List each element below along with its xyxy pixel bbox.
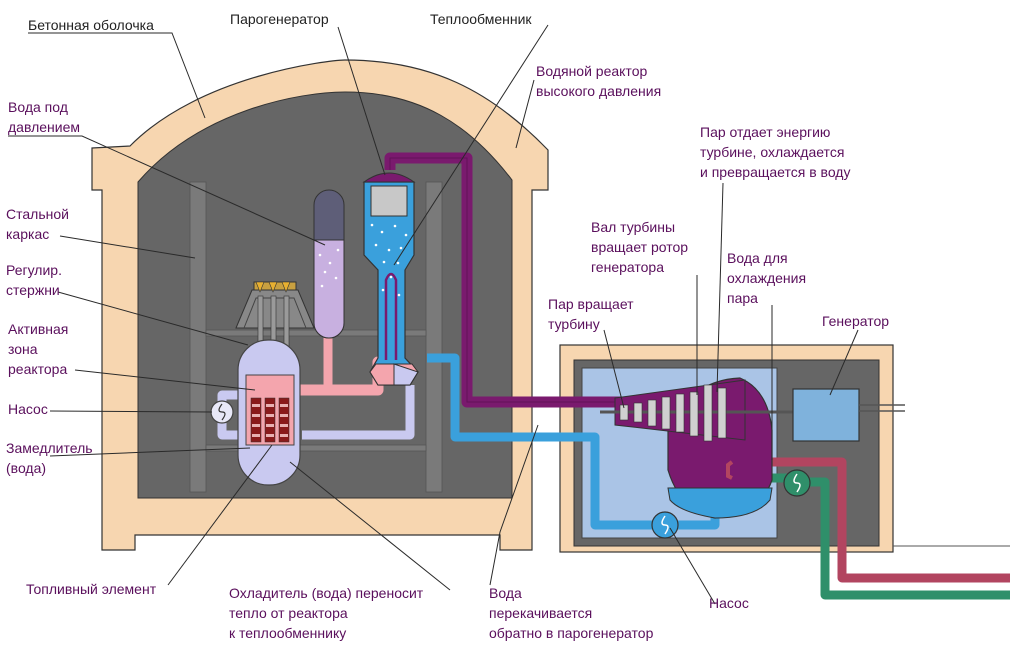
label-moderator: Замедлитель [6,440,93,456]
label-control-rods: Регулир. [6,262,62,278]
pump-left [210,400,234,424]
label-water-back: перекачивается [489,605,592,621]
steam-pipe [384,152,625,408]
label-shaft: генератора [591,259,664,275]
label-steam-turbine: Пар вращает [548,296,634,312]
label-steam-energy: турбине, охлаждается [700,144,844,160]
label-steel-frame: каркас [6,226,49,242]
cooling-coil [726,460,734,480]
label-coolant: тепло от реактора [229,605,348,621]
labels: Бетонная оболочка Вода под давлением Ста… [6,11,889,641]
label-heat-exchanger: Теплообменник [430,11,532,27]
label-pump-right: Насос [709,595,749,611]
label-reactor-core: Активная [8,321,68,337]
label-steam-generator: Парогенератор [230,11,329,27]
pressurizer [313,189,345,339]
label-reactor-core: реактора [8,361,67,377]
label-coolant: Охладитель (вода) переносит [229,585,424,601]
label-steam-energy: и превращается в воду [700,164,850,180]
label-shaft: вращает ротор [591,239,688,255]
reactor [235,281,315,486]
label-generator: Генератор [822,313,889,329]
pump-cooling [783,469,811,497]
label-steam-energy: Пар отдает энергию [700,124,830,140]
label-concrete-shell: Бетонная оболочка [28,17,154,33]
steam-generator [362,172,419,386]
label-pwr: высокого давления [536,83,661,99]
label-cooling-water: пара [727,290,758,306]
label-cooling-water: охлаждения [727,270,806,286]
label-water-back: обратно в парогенератор [489,625,654,641]
label-pump-left: Насос [8,401,48,417]
feedwater-pipe [427,353,720,530]
label-water-pressure: Вода под [8,99,68,115]
fuel-assemblies [250,397,290,443]
cooling-hot-pipe [732,457,1010,583]
label-steel-frame: Стальной [6,206,69,222]
label-moderator: (вода) [6,460,46,476]
label-shaft: Вал турбины [591,219,675,235]
label-reactor-core: зона [8,341,38,357]
label-cooling-water: Вода для [727,250,788,266]
label-water-back: Вода [489,585,522,601]
label-fuel-element: Топливный элемент [26,581,157,597]
label-water-pressure: давлением [8,119,80,135]
turbine [600,379,800,442]
label-pwr: Водяной реактор [536,63,647,79]
label-coolant: к теплообменнику [229,625,346,641]
leader-lines [8,24,859,605]
generator [792,388,905,442]
label-control-rods: стержни [6,282,60,298]
label-steam-turbine: турбину [548,316,600,332]
